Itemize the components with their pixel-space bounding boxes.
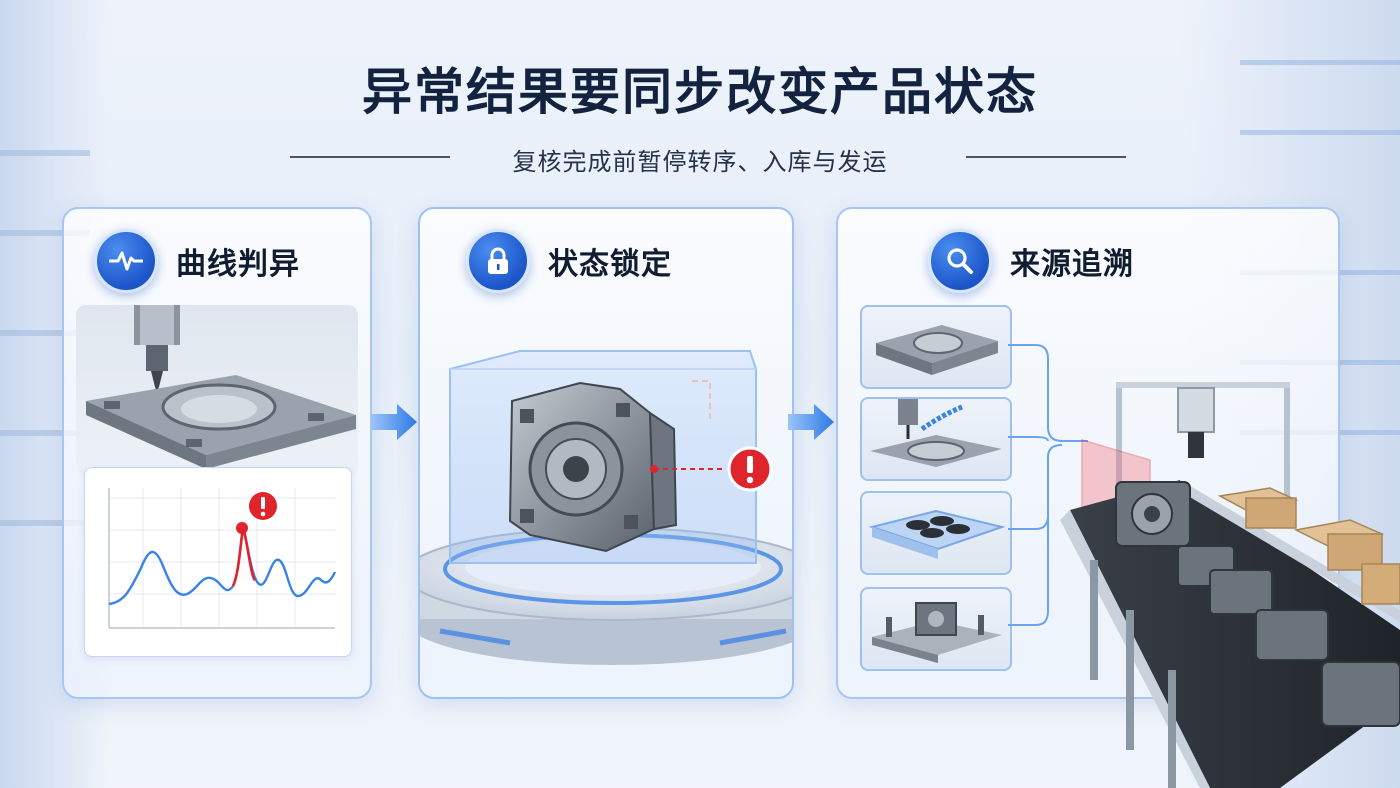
page-title: 异常结果要同步改变产品状态 <box>362 63 1038 121</box>
waveform-icon <box>94 229 158 293</box>
trace-card-cnc <box>860 397 1012 481</box>
panel-curve-header: 曲线判异 <box>94 229 300 293</box>
panel-curve-label: 曲线判异 <box>176 247 300 282</box>
panel-curve-judgement: 曲线判异 <box>62 207 372 699</box>
cnc-machine-image <box>76 305 358 477</box>
trace-card-mold <box>860 305 1012 389</box>
flow-arrow-icon <box>371 404 417 440</box>
page-subtitle: 复核完成前暂停转序、入库与发运 <box>512 148 888 176</box>
subtitle-row: 复核完成前暂停转序、入库与发运 <box>0 142 1400 176</box>
lock-icon <box>466 229 530 293</box>
panel-status-lock: 状态锁定 <box>418 207 794 699</box>
subtitle-rule-right <box>966 156 1126 158</box>
anomaly-segment <box>231 523 257 587</box>
conveyor-line-scene <box>1060 382 1400 788</box>
panel-trace-label: 来源追溯 <box>1010 247 1134 282</box>
search-icon <box>928 229 992 293</box>
locked-part-display <box>420 350 792 665</box>
panel-lock-label: 状态锁定 <box>548 247 672 282</box>
subtitle-rule-left <box>290 156 450 158</box>
anomaly-curve-chart <box>84 467 352 657</box>
trace-connector-lines <box>1008 344 1088 626</box>
trace-card-fixture <box>860 587 1012 671</box>
trace-card-tray <box>860 491 1012 575</box>
panel-lock-header: 状态锁定 <box>466 229 672 293</box>
anomaly-point <box>236 522 248 534</box>
panel-trace-header: 来源追溯 <box>928 229 1134 293</box>
flow-arrow-icon <box>788 404 834 440</box>
